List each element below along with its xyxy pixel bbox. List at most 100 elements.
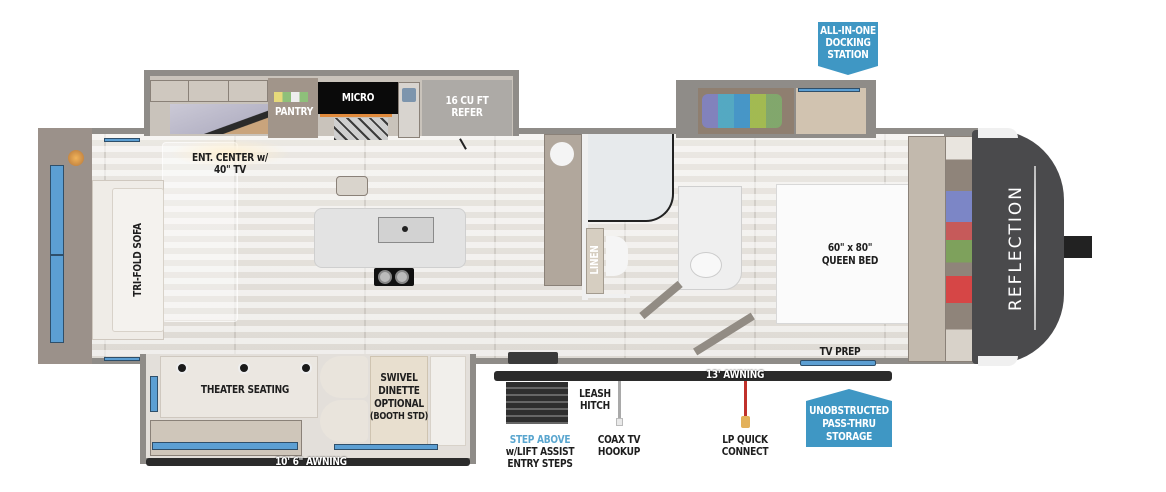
sofa-cushion <box>112 188 164 332</box>
steps-label-3: ENTRY STEPS <box>507 458 573 470</box>
docking-label-3: STATION <box>827 49 869 61</box>
coax-label-1: COAX TV <box>597 434 641 446</box>
cupholder-1 <box>176 362 188 374</box>
coax-cable <box>618 381 621 421</box>
stovetop <box>334 118 388 140</box>
front-cap-light-bottom <box>978 356 1018 366</box>
stool-right <box>395 270 409 284</box>
bed-label-2: QUEEN BED <box>821 255 879 267</box>
tv-prep-window <box>800 360 876 366</box>
entry-step-top <box>508 352 558 364</box>
dinette-table <box>370 356 428 446</box>
toilet <box>606 236 628 276</box>
cabinet-divider-1 <box>188 80 189 102</box>
pantry-cabinet <box>268 78 318 138</box>
stool-top <box>336 176 368 196</box>
cap-chevron <box>1034 166 1036 330</box>
lp-label-2: CONNECT <box>721 446 769 458</box>
brand-logo: REFLECTION <box>1006 185 1026 311</box>
shower <box>588 134 674 222</box>
leash-label-1: LEASH <box>579 388 611 400</box>
lp-hose <box>744 381 747 421</box>
bedroom-dresser <box>796 88 866 134</box>
pantry-label: PANTRY <box>275 106 313 118</box>
docking-station-callout-arrow <box>818 66 878 75</box>
rear-cap <box>38 128 92 364</box>
pantry-items <box>274 92 308 102</box>
front-storage-items <box>945 136 973 362</box>
vanity-sink <box>550 142 574 166</box>
front-cap-light-top <box>978 128 1018 138</box>
storage-callout <box>806 401 892 447</box>
bedroom-sink <box>690 252 722 278</box>
sofa-label: TRI-FOLD SOFA <box>132 223 144 297</box>
coax-connector <box>616 418 623 426</box>
entry-steps <box>506 382 568 424</box>
dinette-window <box>334 444 438 450</box>
theater-side-window <box>150 376 158 412</box>
slide-awning-bar <box>146 458 470 466</box>
entertainment-center-area <box>162 142 238 322</box>
entertainment-glow <box>170 138 290 168</box>
rear-window-bottom <box>50 255 64 343</box>
dinette-label-3: OPTIONAL <box>374 398 424 410</box>
ent-center-label-1: ENT. CENTER w/ <box>192 152 268 164</box>
refrigerator <box>422 80 512 136</box>
docking-label-1: ALL-IN-ONE <box>820 25 876 37</box>
microwave-vent <box>320 114 392 117</box>
coax-label-2: HOOKUP <box>597 446 641 458</box>
tv-unit <box>170 104 280 134</box>
swivel-chair-2 <box>320 400 368 442</box>
hitch-pin <box>1064 236 1092 258</box>
theater-window <box>152 442 298 450</box>
sofa-side-window-bottom <box>104 357 140 361</box>
theater-footrests <box>150 420 302 456</box>
dinette-label-4: (BOOTH STD) <box>369 411 429 422</box>
swivel-chair-1 <box>320 356 368 398</box>
closet-clothes <box>702 94 782 128</box>
cabinet-divider-2 <box>228 80 229 102</box>
storage-label-3: STORAGE <box>825 431 873 443</box>
dresser-window <box>798 88 860 92</box>
storage-label-2: PASS-THRU <box>822 418 876 430</box>
bed-label-1: 60" x 80" <box>827 242 873 254</box>
main-awning-label: 13' AWNING <box>705 369 765 381</box>
main-awning-bar <box>494 371 892 381</box>
rear-window-top <box>50 165 64 255</box>
overhead-cabinets <box>150 80 268 102</box>
dinette-label-2: DINETTE <box>378 385 420 397</box>
front-cap <box>972 130 1064 364</box>
sofa-side-window-top <box>104 138 140 142</box>
docking-station-callout <box>818 22 878 66</box>
lp-connector <box>741 416 750 428</box>
linen-label: LINEN <box>589 245 601 275</box>
dinette-bench <box>430 356 466 446</box>
steps-label-2: w/LIFT ASSIST <box>505 446 575 458</box>
front-wall-cabinets <box>908 136 948 362</box>
bath-bottom-wall <box>584 294 630 298</box>
cupholder-2 <box>238 362 250 374</box>
steps-label-1: STEP ABOVE <box>509 434 571 446</box>
docking-label-2: DOCKING <box>825 37 871 49</box>
appliance-screen <box>402 88 416 102</box>
dinette-label-1: SWIVEL <box>380 372 418 384</box>
bedroom-vanity <box>678 186 742 290</box>
theater-label: THEATER SEATING <box>200 384 290 396</box>
microwave <box>318 82 398 114</box>
refer-label-2: REFER <box>451 107 483 119</box>
micro-label: MICRO <box>341 92 375 104</box>
lp-label-1: LP QUICK <box>722 434 768 446</box>
stool-left <box>378 270 392 284</box>
sink-faucet <box>402 226 408 232</box>
linen-closet <box>586 228 604 294</box>
storage-callout-roof <box>806 389 892 401</box>
storage-label-1: UNOBSTRUCTED <box>809 405 889 417</box>
rear-light <box>68 150 84 166</box>
slide-awning-label: 10' 6" AWNING <box>275 456 347 468</box>
tv-prep-label: TV PREP <box>819 346 861 358</box>
refer-label-1: 16 CU FT <box>445 95 489 107</box>
leash-label-2: HITCH <box>580 400 610 412</box>
bath-wall <box>582 134 588 300</box>
cupholder-3 <box>300 362 312 374</box>
ent-center-label-2: 40" TV <box>213 164 247 176</box>
